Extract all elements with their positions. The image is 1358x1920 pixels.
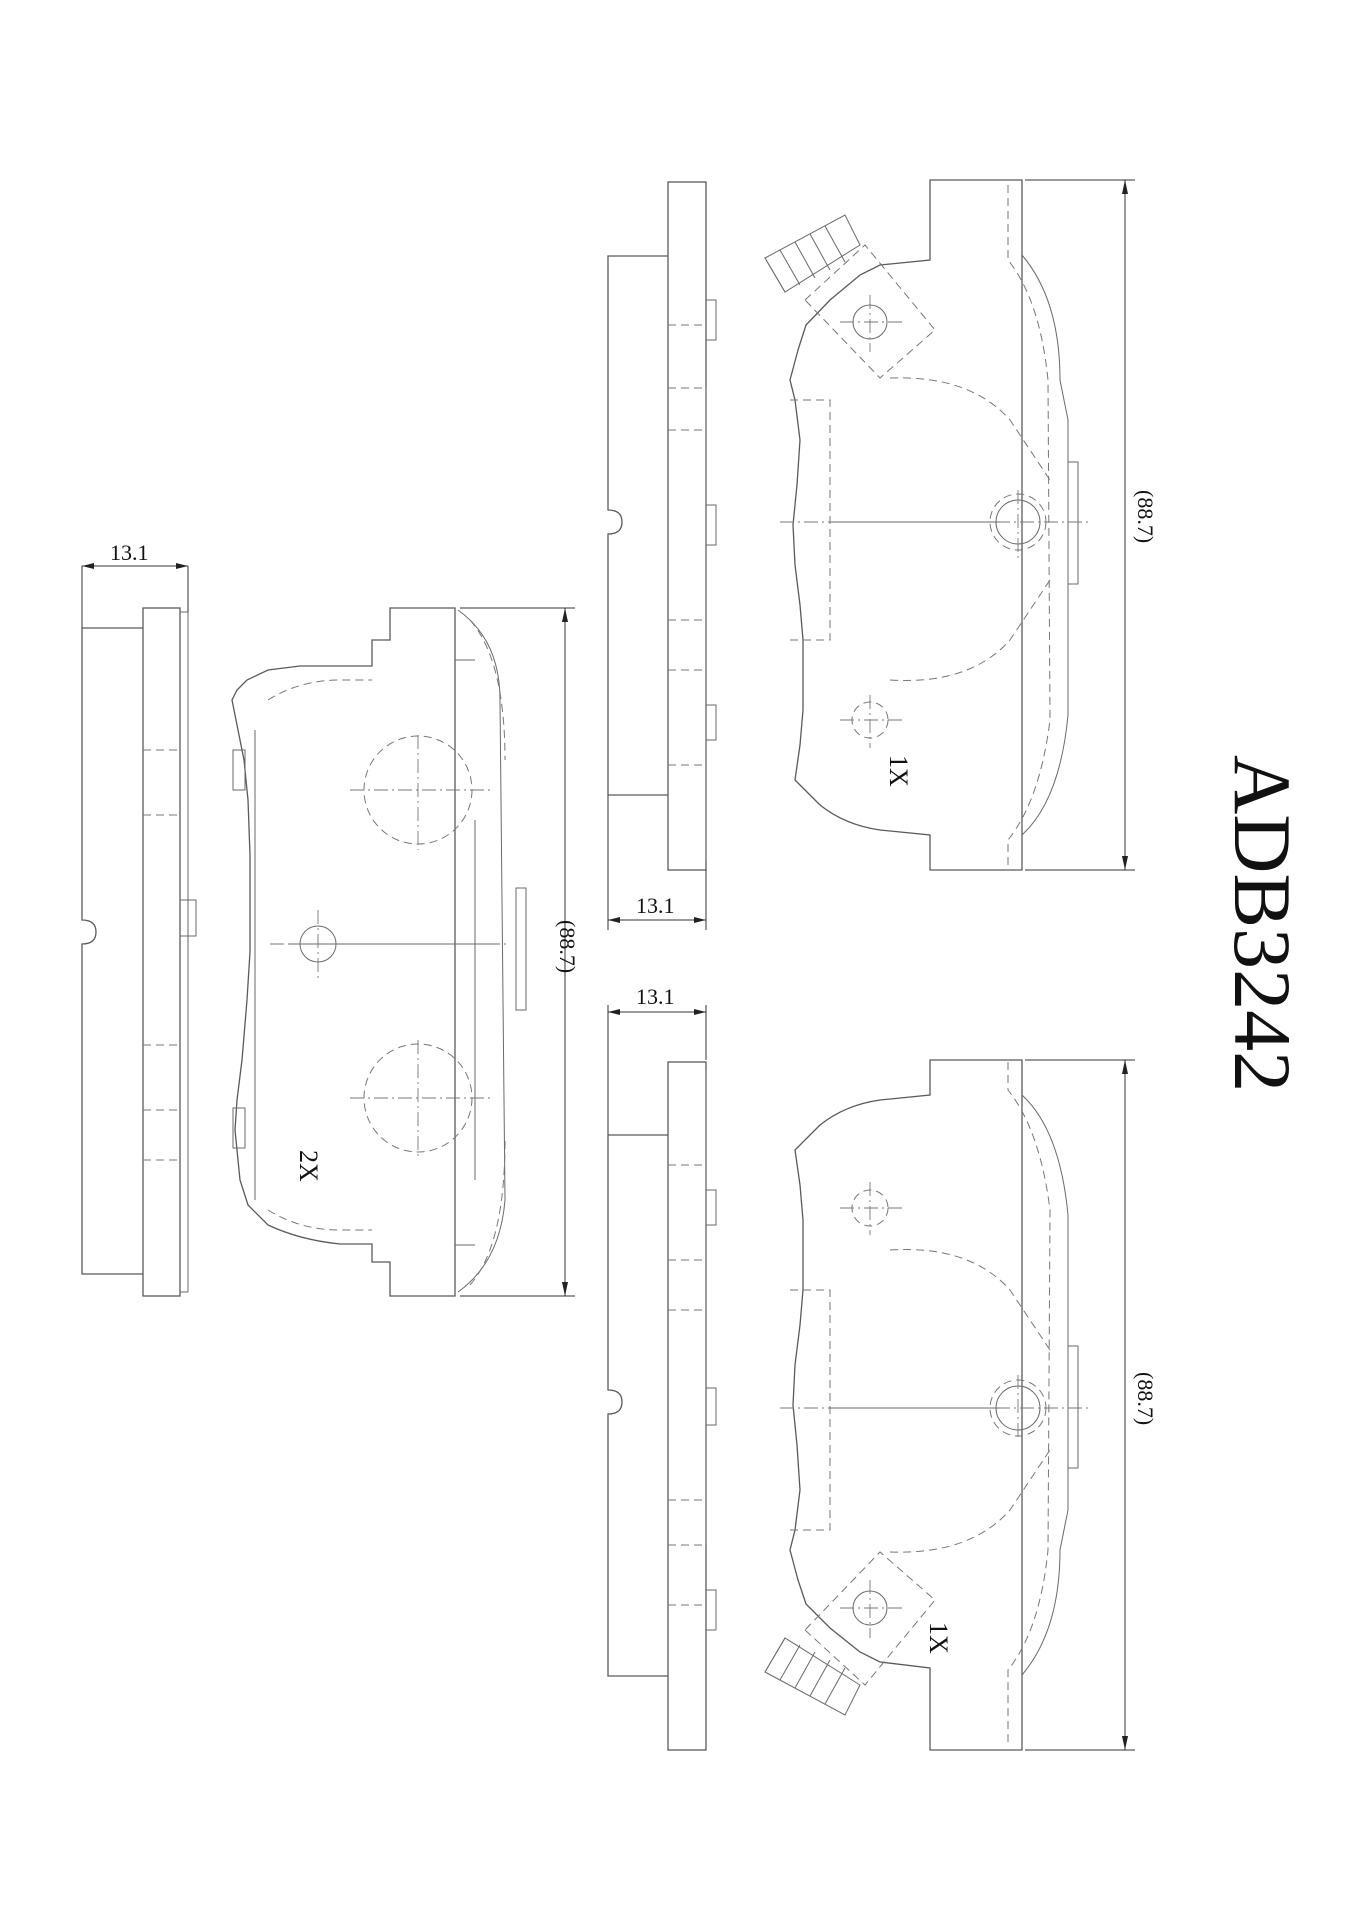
left-quantity-label: 2X (294, 1150, 323, 1182)
left-pad-face: 2X (231, 607, 527, 1297)
top-right-pad-face: 1X (764, 179, 1092, 871)
part-number: ADB3242 (1217, 755, 1308, 1092)
top-right-quantity-label: 1X (884, 755, 913, 787)
left-dimension-thickness: 13.1 (81, 540, 189, 628)
bottom-right-dimension-length: (88.7) (1025, 1059, 1158, 1751)
left-length-label: (88.7) (555, 920, 580, 973)
bottom-right-dimension-thickness: 13.1 (607, 984, 707, 1135)
left-dimension-length: (88.7) (460, 607, 580, 1297)
top-right-dimension-length: (88.7) (1025, 179, 1158, 871)
top-right-dimension-thickness: 13.1 (607, 795, 707, 930)
bottom-right-thickness-label: 13.1 (636, 984, 675, 1009)
top-right-thickness-label: 13.1 (636, 893, 675, 918)
top-right-length-label: (88.7) (1133, 490, 1158, 543)
bottom-right-pad-face: 1X (764, 1059, 1092, 1751)
left-side-view (81, 607, 197, 1297)
left-thickness-label: 13.1 (110, 540, 149, 565)
top-right-side-view (607, 181, 717, 871)
bottom-right-length-label: (88.7) (1133, 1372, 1158, 1425)
bottom-right-side-view (607, 1061, 717, 1751)
bottom-right-quantity-label: 1X (924, 1622, 953, 1654)
